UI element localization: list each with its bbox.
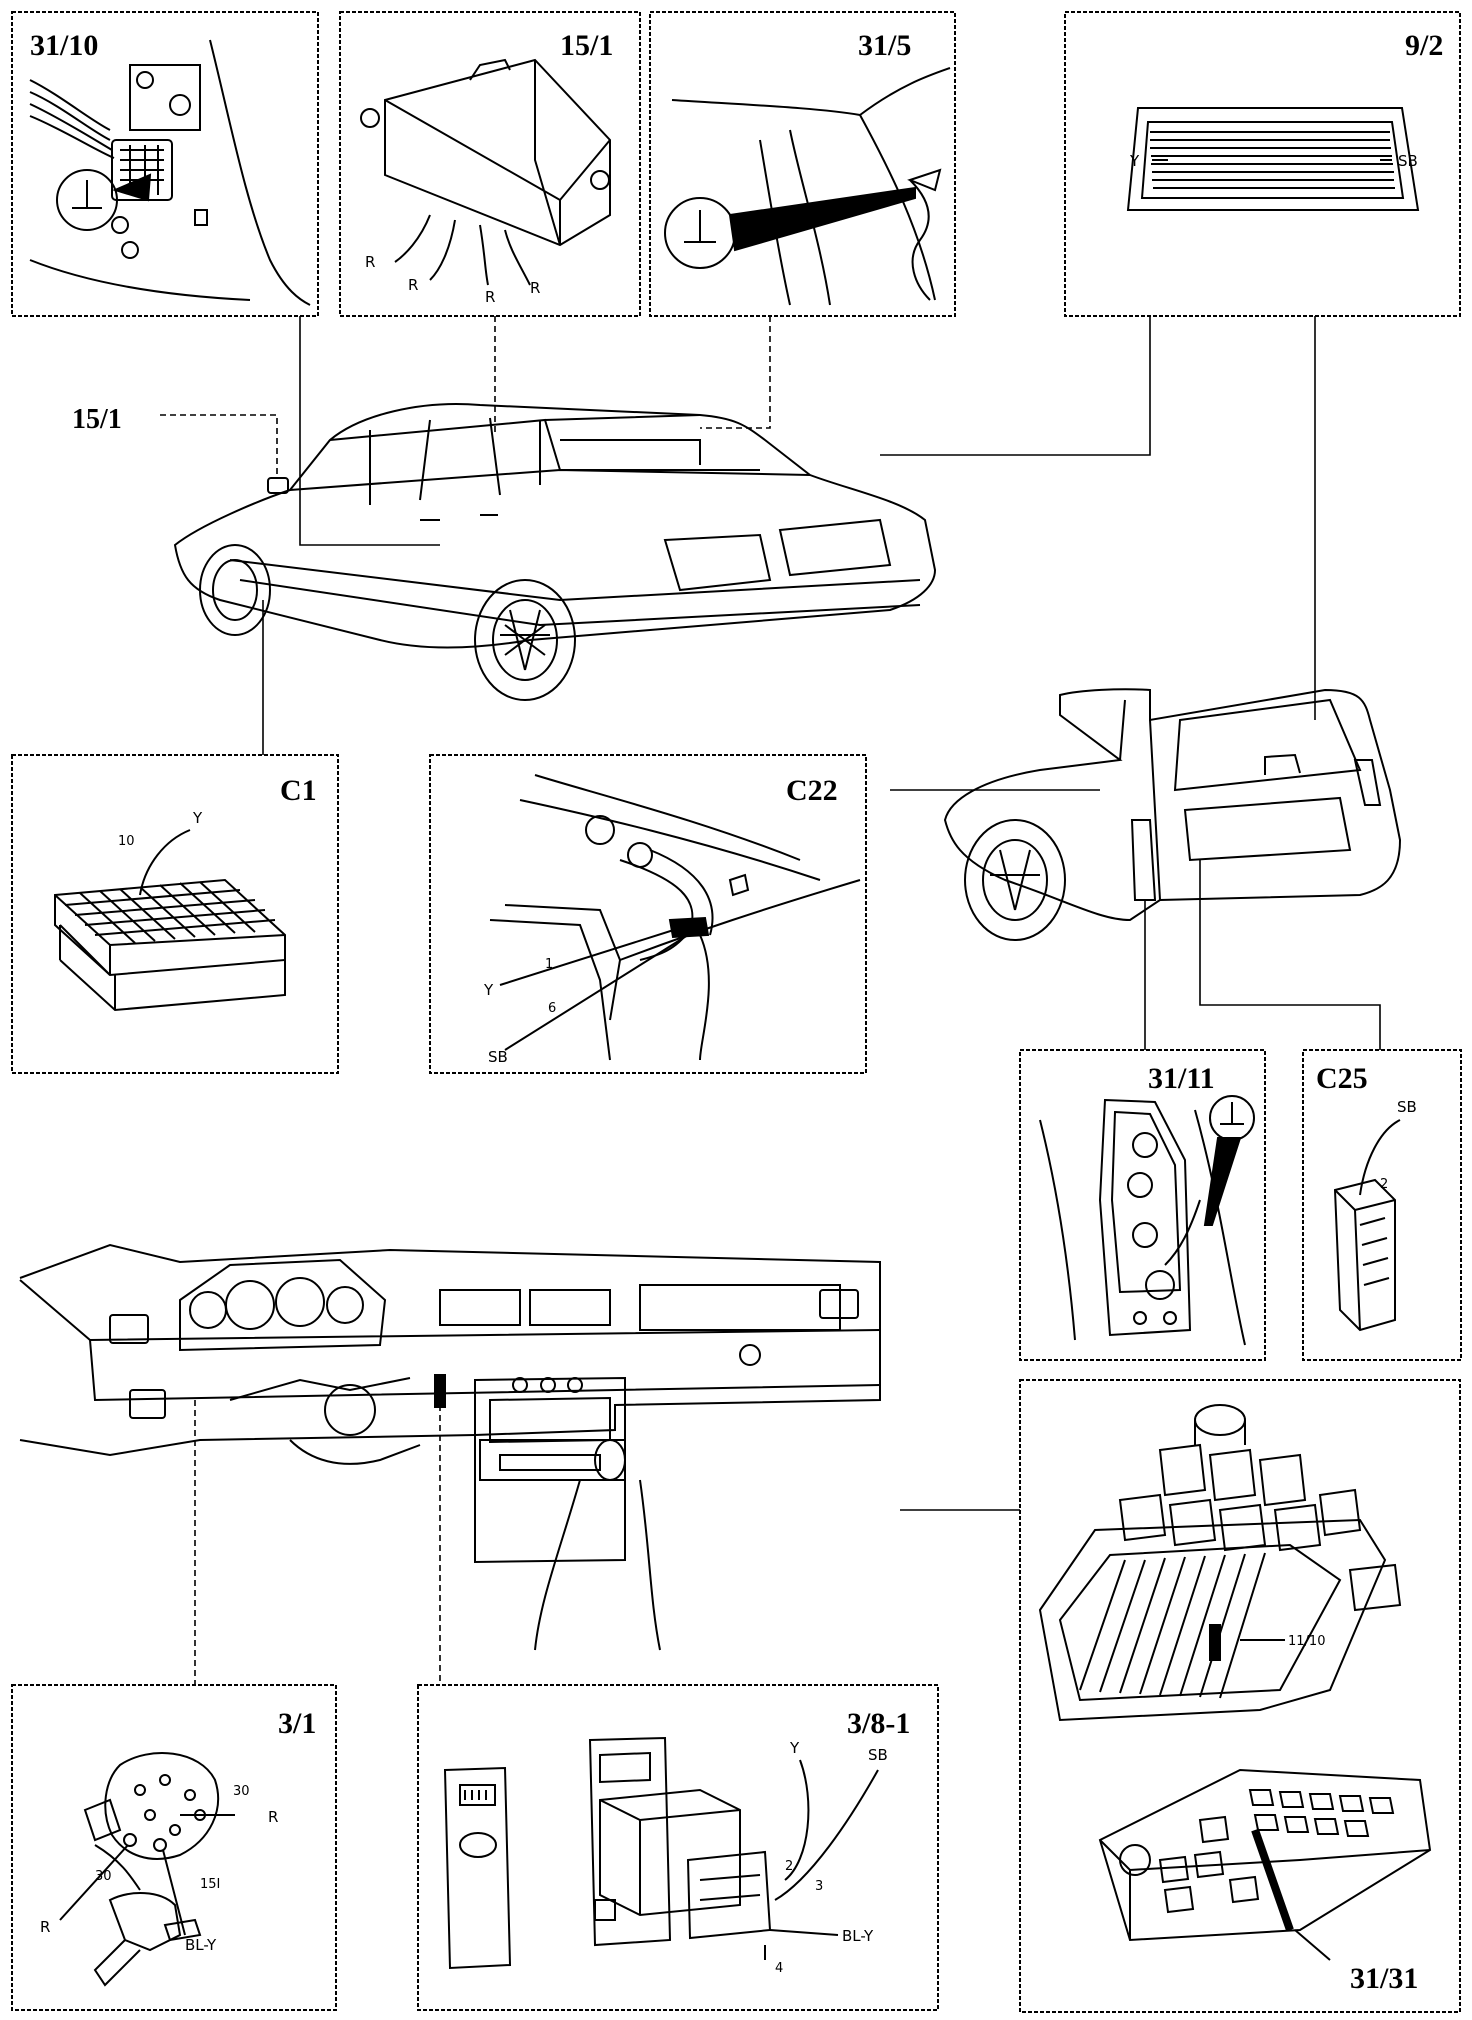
pin-label: 15I bbox=[200, 1877, 220, 1892]
pin-label: 30 bbox=[233, 1784, 250, 1799]
ground-icon bbox=[56, 169, 152, 231]
panel-title: 31/31 bbox=[1350, 1962, 1418, 1995]
panel-c25: C25 2 SB bbox=[1302, 1049, 1462, 1361]
panel-title: C22 bbox=[786, 774, 838, 807]
wire-label: Y bbox=[789, 1739, 800, 1757]
wire-label: Y bbox=[1129, 152, 1140, 170]
ground-icon bbox=[664, 186, 916, 269]
panel-title: C25 bbox=[1316, 1062, 1368, 1095]
ground-icon bbox=[1203, 1095, 1255, 1226]
pin-label: 2 bbox=[1380, 1177, 1388, 1192]
pin-label: 2 bbox=[785, 1859, 793, 1874]
wagon-illustration bbox=[943, 688, 1402, 941]
panel-31-31: 31/31 11/10 bbox=[1019, 1379, 1461, 2013]
panel-3-8-1: 3/8-1 Y SB 2 3 4 BL-Y bbox=[417, 1684, 939, 2011]
wire-label: Y bbox=[483, 981, 494, 999]
panel-title: 31/5 bbox=[858, 29, 911, 62]
pin-label: 4 bbox=[775, 1961, 783, 1976]
wire-label: R bbox=[408, 276, 418, 294]
panel-3-1: 3/1 30 R 30 R 15I BL-Y bbox=[11, 1684, 337, 2011]
wire-label: Y bbox=[192, 809, 203, 827]
panel-title: 31/10 bbox=[30, 29, 98, 62]
pin-label: 6 bbox=[548, 1001, 556, 1016]
panel-31-10: 31/10 bbox=[11, 11, 319, 317]
panel-title: 3/8-1 bbox=[847, 1707, 910, 1740]
wire-label: SB bbox=[488, 1048, 508, 1066]
pin-label: 3 bbox=[815, 1879, 823, 1894]
vehicle-callout-label: 15/1 bbox=[72, 404, 122, 435]
wire-label: R bbox=[485, 288, 495, 306]
panel-c1: C1 10 Y bbox=[11, 754, 339, 1074]
wire-label: SB bbox=[1398, 152, 1418, 170]
wire-label: SB bbox=[868, 1746, 888, 1764]
pin-label: 1 bbox=[545, 957, 553, 972]
wire-label: R bbox=[530, 279, 540, 297]
panel-title: C1 bbox=[280, 774, 317, 807]
panel-15-1: 15/1 R R R R bbox=[339, 11, 641, 317]
panel-title: 15/1 bbox=[560, 29, 613, 62]
wire-label: R bbox=[40, 1918, 50, 1936]
leader-lines bbox=[160, 316, 1381, 1685]
panel-31-11: 31/11 bbox=[1019, 1049, 1266, 1361]
pin-label: 10 bbox=[118, 834, 135, 849]
sedan-illustration: 15/1 bbox=[72, 403, 937, 701]
wire-label: R bbox=[365, 253, 375, 271]
wire-label: BL-Y bbox=[185, 1936, 217, 1954]
panel-title: 31/11 bbox=[1148, 1062, 1215, 1095]
wire-label: SB bbox=[1397, 1098, 1417, 1116]
dashboard-illustration bbox=[19, 1243, 881, 1651]
panel-31-5: 31/5 bbox=[649, 11, 956, 317]
panel-9-2: 9/2 Y SB bbox=[1064, 11, 1461, 317]
wire-label: BL-Y bbox=[842, 1927, 874, 1945]
callout-label: 11/10 bbox=[1288, 1634, 1325, 1649]
panel-title: 9/2 bbox=[1405, 29, 1443, 62]
pin-label: 30 bbox=[95, 1869, 112, 1884]
wire-label: R bbox=[268, 1808, 278, 1826]
panel-c22: C22 1 6 Y SB bbox=[429, 754, 867, 1074]
panel-title: 3/1 bbox=[278, 1707, 316, 1740]
